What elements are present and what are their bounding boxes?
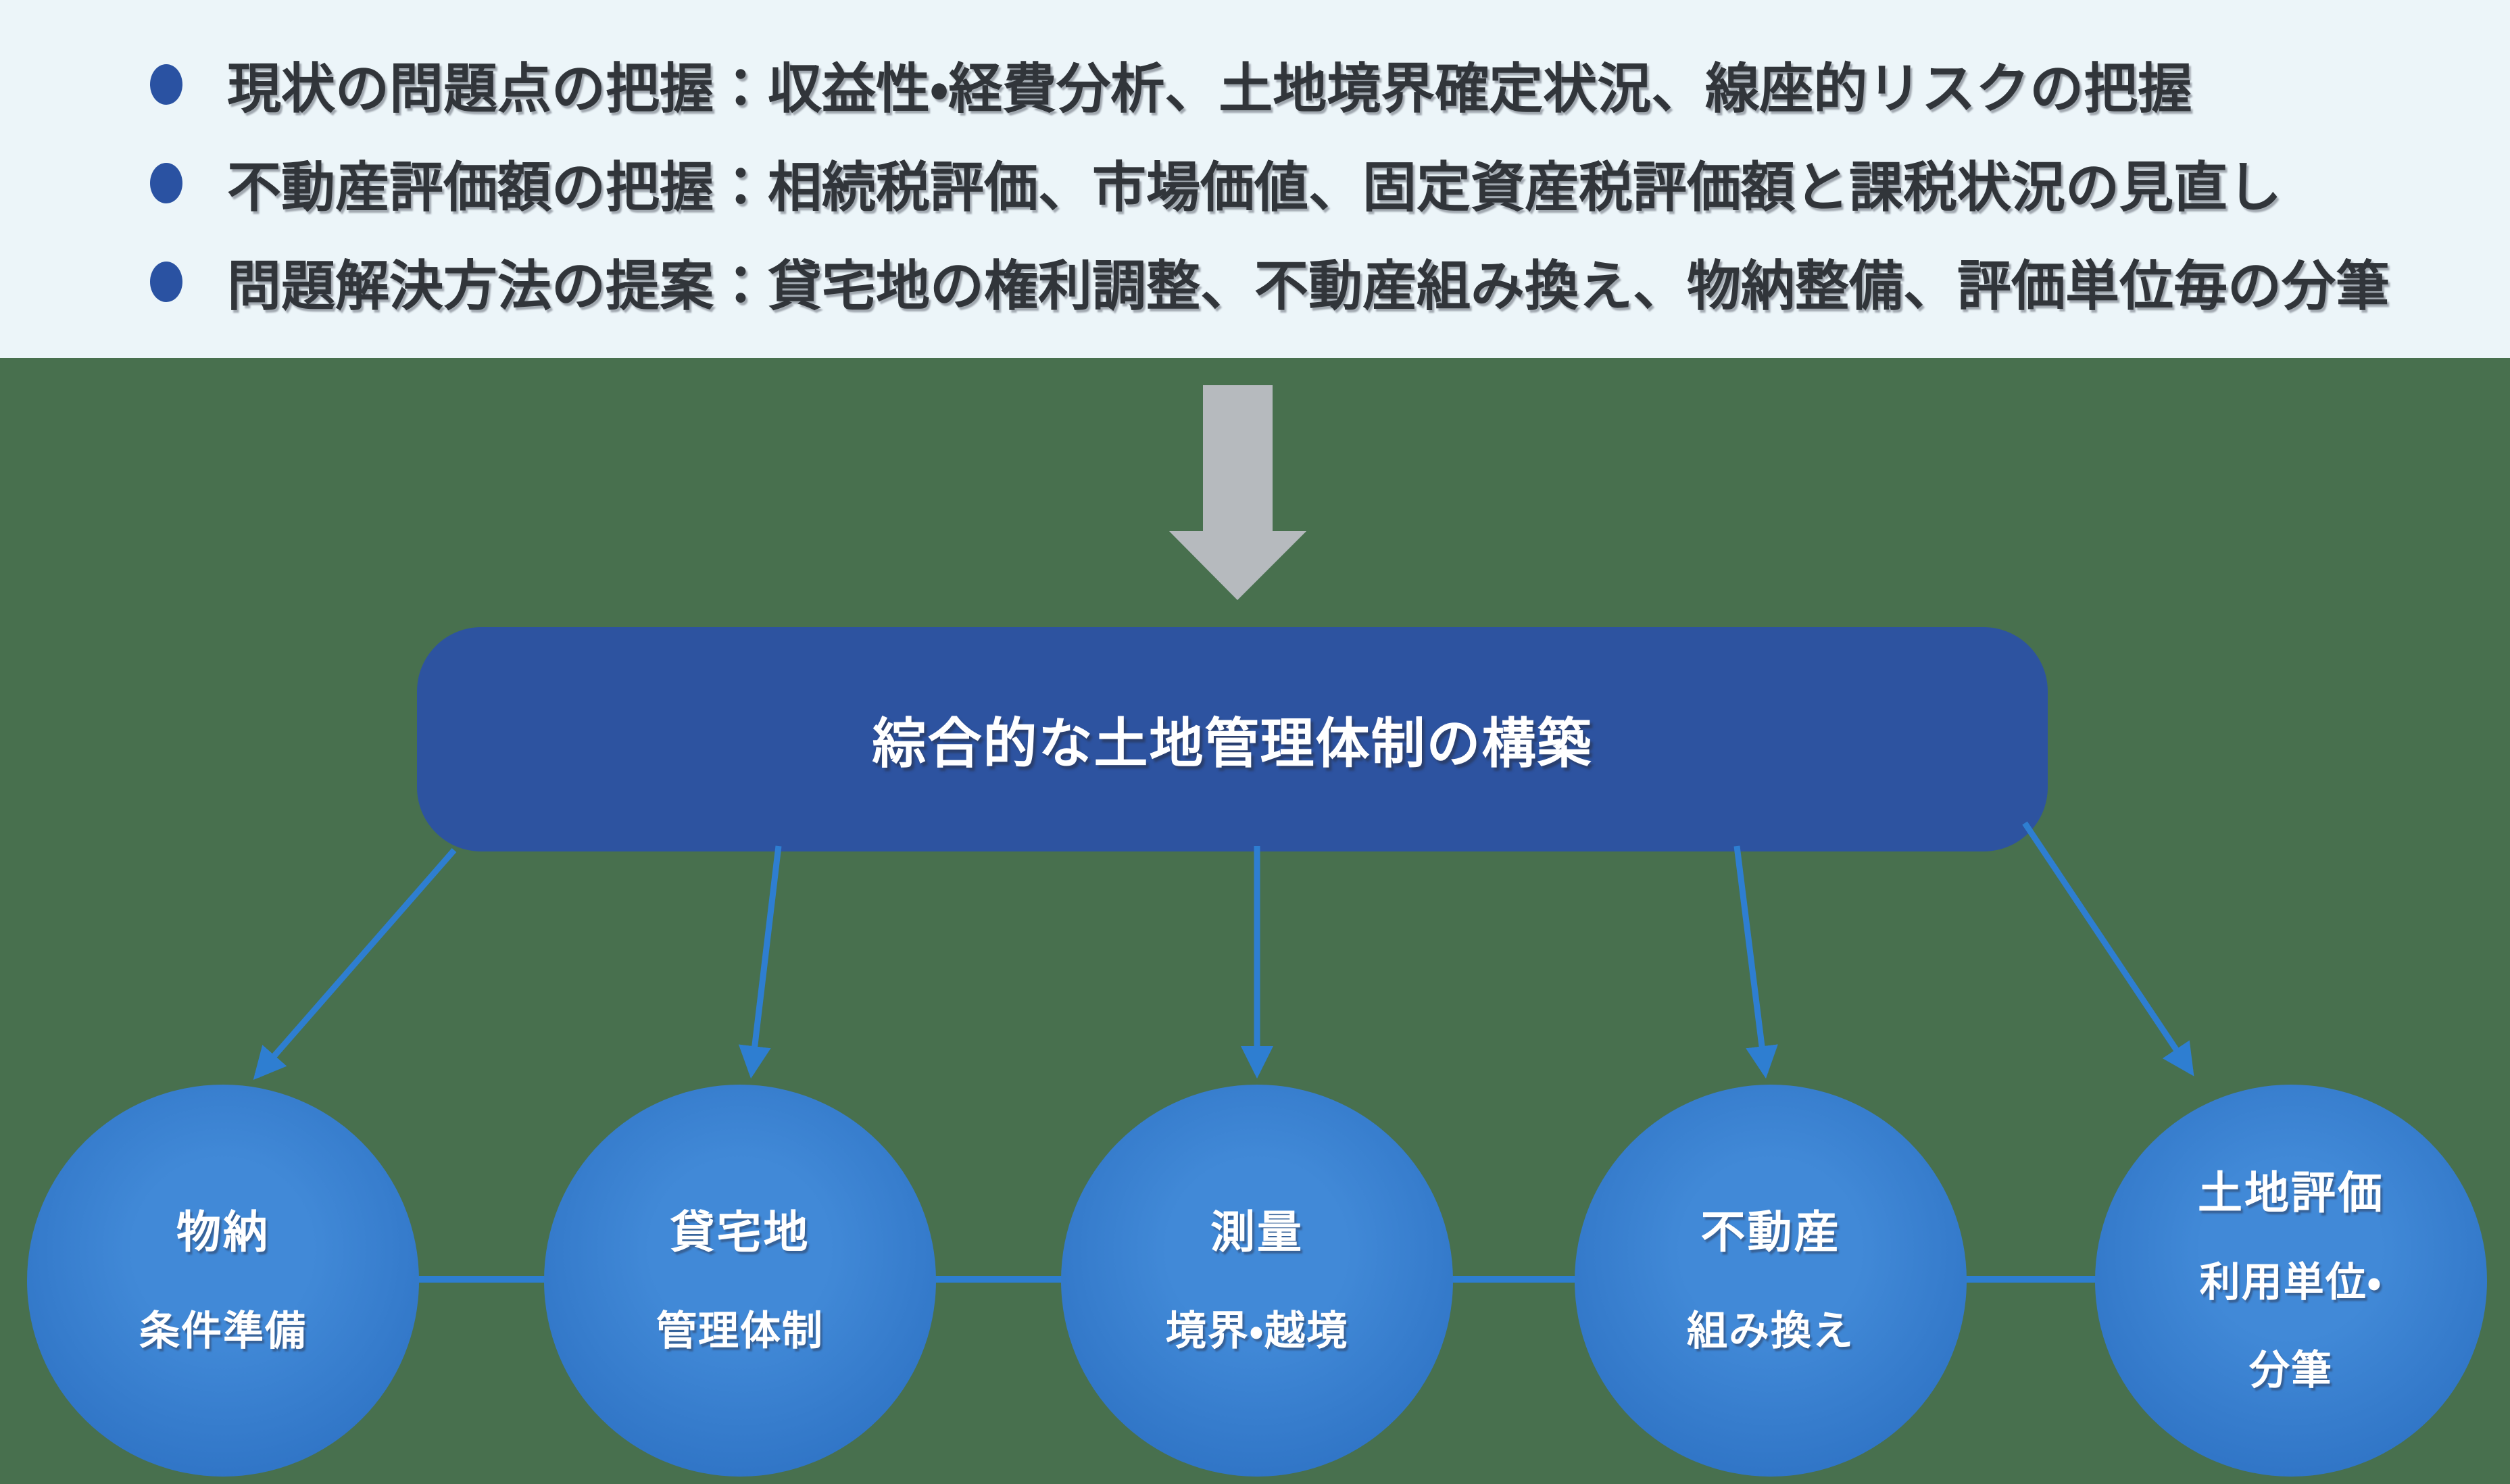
bullet-dot-icon [150,163,182,203]
process-circle-fudosan: 不動産 組み換え [1575,1085,1967,1477]
circle-label-line: 物納 [176,1207,270,1257]
bullet-text: 現状の問題点の把握：収益性・経費分析、土地境界確定状況、線座的リスクの把握 [227,59,2192,119]
connector-arrow-icon [253,848,457,1081]
circle-label-line: 境界・越境 [1165,1308,1349,1354]
circle-label-line: 組み換え [1687,1308,1854,1354]
main-strategy-label: 綜合的な土地管理体制の構築 [872,714,1593,774]
down-arrow-icon [1169,385,1306,600]
bullet-item: 問題解決方法の提案：貸宅地の権利調整、不動産組み換え、物納整備、評価単位毎の分筆 [0,245,2510,319]
bullet-text: 不動産評価額の把握：相続税評価、市場価値、固定資産税評価額と課税状況の見直し [227,157,2282,218]
bullet-item: 現状の問題点の把握：収益性・経費分析、土地境界確定状況、線座的リスクの把握 [0,47,2510,122]
connector-arrow-icon [1733,845,1778,1079]
bullet-item: 不動産評価額の把握：相続税評価、市場価値、固定資産税評価額と課税状況の見直し [0,146,2510,220]
circle-label-line: 土地評価 [2198,1168,2384,1218]
process-circle-sokuryo: 測量 境界・越境 [1061,1085,1453,1477]
circle-label-line: 管理体制 [656,1308,824,1354]
connector-arrow-icon [738,845,782,1079]
circle-label-line: 条件準備 [139,1308,307,1354]
bullet-dot-icon [150,64,182,105]
circle-label-line: 測量 [1210,1207,1304,1257]
circle-label-line: 貸宅地 [670,1207,810,1257]
bullet-dot-icon [150,262,182,302]
main-strategy-box: 綜合的な土地管理体制の構築 [417,627,2048,851]
bullet-text: 問題解決方法の提案：貸宅地の権利調整、不動産組み換え、物納整備、評価単位毎の分筆 [227,256,2390,316]
circle-label-line: 利用単位・ [2199,1260,2383,1305]
process-circle-butsuno: 物納 条件準備 [27,1085,419,1477]
bullet-band: 現状の問題点の把握：収益性・経費分析、土地境界確定状況、線座的リスクの把握 不動… [0,0,2510,358]
process-circle-kashitakuchi: 貸宅地 管理体制 [544,1085,936,1477]
circle-label-line: 分筆 [2249,1347,2333,1393]
process-circle-tochihyoka: 土地評価 利用単位・ 分筆 [2095,1085,2487,1477]
connector-arrow-icon [2022,821,2194,1077]
circle-label-line: 不動産 [1700,1207,1841,1257]
